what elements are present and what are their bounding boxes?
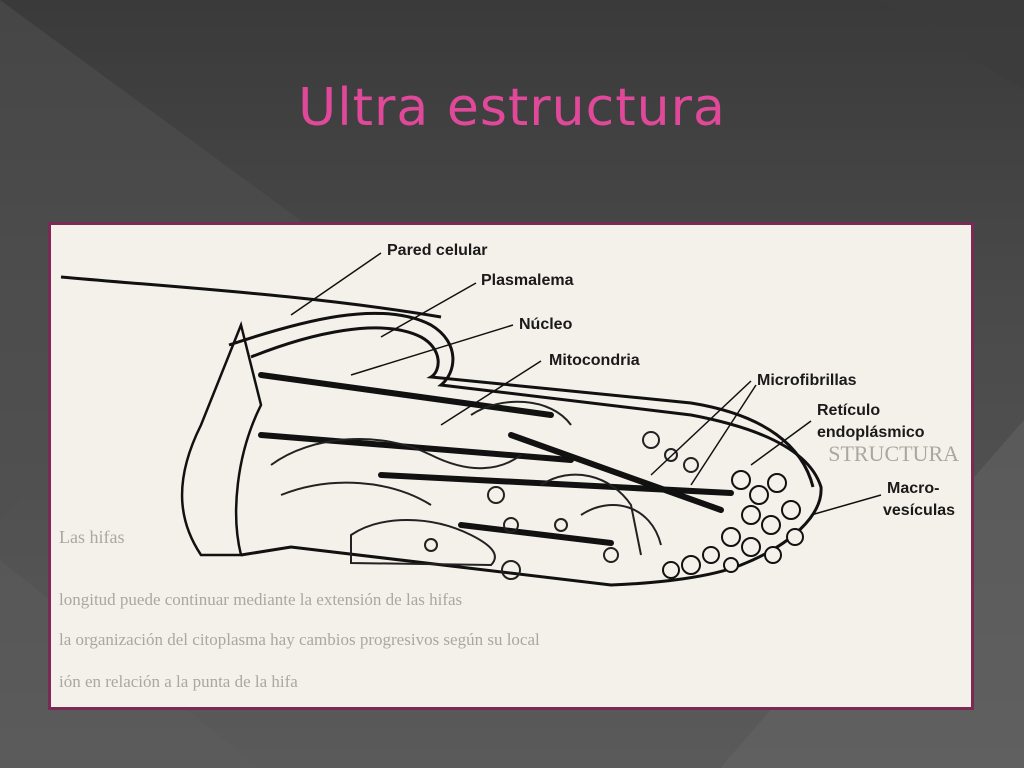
label-pared-celular: Pared celular xyxy=(387,242,488,259)
diagram-canvas: STRUCTURA Las hifas longitud puede conti… xyxy=(59,242,959,691)
slide-title: Ultra estructura xyxy=(298,78,726,138)
bleed-through-text: STRUCTURA Las hifas longitud puede conti… xyxy=(59,441,959,691)
label-microfibrillas: Microfibrillas xyxy=(757,372,857,389)
bleed-text-4: la organización del citoplasma hay cambi… xyxy=(59,630,540,649)
label-macro-1: Macro- xyxy=(887,480,939,497)
vesicles-small xyxy=(424,431,699,580)
cytoplasm-structures xyxy=(270,400,662,567)
label-nucleo: Núcleo xyxy=(519,316,573,333)
leader-lines xyxy=(290,252,882,516)
hypha-outline xyxy=(60,275,823,587)
label-mitocondria: Mitocondria xyxy=(549,352,640,369)
bleed-text-2: Las hifas xyxy=(59,527,124,547)
bleed-text-1: STRUCTURA xyxy=(828,441,959,466)
diagram-labels: Pared celular Plasmalema Núcleo Mitocond… xyxy=(387,242,955,519)
bleed-text-3: longitud puede continuar mediante la ext… xyxy=(59,590,462,609)
label-reticulo-2: endoplásmico xyxy=(817,424,925,441)
bleed-text-5: ión en relación a la punta de la hifa xyxy=(59,672,298,691)
hyphal-tip-diagram: STRUCTURA Las hifas longitud puede conti… xyxy=(48,222,974,710)
label-macro-2: vesículas xyxy=(883,502,955,519)
label-plasmalema: Plasmalema xyxy=(481,272,574,289)
macrovesicles-cluster xyxy=(662,470,804,579)
label-reticulo-1: Retículo xyxy=(817,402,880,419)
